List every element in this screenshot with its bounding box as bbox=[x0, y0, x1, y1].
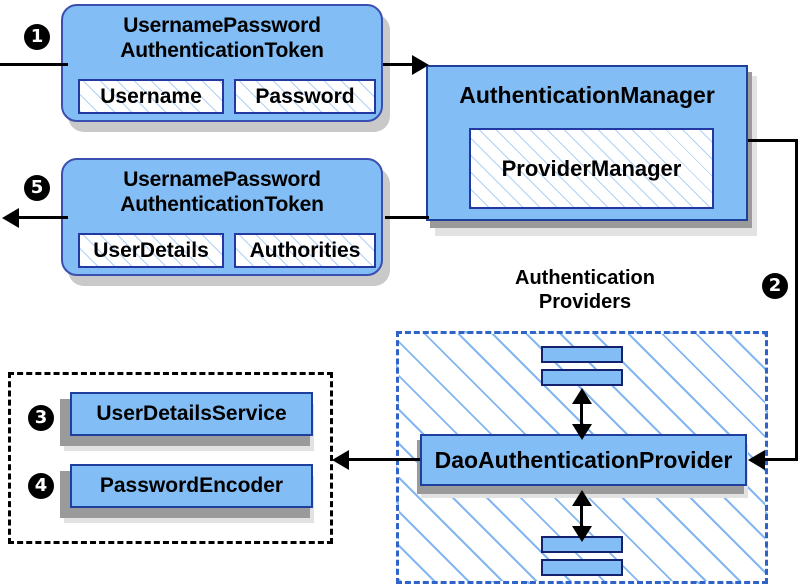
authentication-manager-label: AuthenticationManager bbox=[459, 82, 715, 108]
manager-to-provider-line-h2 bbox=[763, 458, 798, 461]
provider-link-bottom-arrowhead-down bbox=[572, 526, 592, 542]
response-token-title-line1: UsernamePassword bbox=[123, 168, 321, 191]
outgoing-response-line bbox=[18, 216, 68, 219]
request-token-field-username: Username bbox=[78, 79, 224, 114]
provider-link-top-arrowhead-up bbox=[572, 388, 592, 404]
step-marker-3: 3 bbox=[28, 405, 54, 431]
manager-to-provider-line-v bbox=[795, 139, 798, 459]
provider-to-dependencies-arrowhead bbox=[332, 450, 349, 470]
manager-to-provider-line-h1 bbox=[748, 139, 798, 142]
step-marker-4: 4 bbox=[28, 473, 54, 499]
request-token-field-password: Password bbox=[234, 79, 376, 114]
provider-stub-top-1[interactable] bbox=[541, 346, 623, 363]
provider-link-bottom-arrowhead-up bbox=[572, 490, 592, 506]
providers-title-line2: Providers bbox=[538, 291, 632, 313]
manager-to-response-token-line bbox=[385, 216, 429, 219]
provider-stub-top-2[interactable] bbox=[541, 369, 623, 386]
outgoing-response-arrowhead bbox=[2, 208, 19, 228]
provider-to-dependencies-line bbox=[348, 458, 420, 461]
provider-stub-bottom-2[interactable] bbox=[541, 559, 623, 576]
provider-link-top-arrowhead-down bbox=[572, 424, 592, 440]
token-to-manager-line bbox=[383, 63, 420, 66]
request-token-title-line2: AuthenticationToken bbox=[120, 39, 324, 62]
provider-manager-node[interactable]: ProviderManager bbox=[469, 128, 714, 209]
token-to-manager-arrowhead bbox=[412, 55, 429, 75]
step-marker-1: 1 bbox=[24, 24, 50, 50]
step-marker-2: 2 bbox=[762, 273, 788, 299]
dao-authentication-provider-node[interactable]: DaoAuthenticationProvider bbox=[420, 434, 747, 486]
manager-to-provider-arrowhead bbox=[748, 450, 765, 470]
user-details-service-node[interactable]: UserDetailsService bbox=[70, 392, 313, 436]
response-token-title-line2: AuthenticationToken bbox=[120, 193, 324, 216]
incoming-request-line bbox=[0, 63, 68, 66]
password-encoder-node[interactable]: PasswordEncoder bbox=[70, 464, 313, 508]
response-token-field-authorities: Authorities bbox=[234, 233, 376, 268]
request-token-title-line1: UsernamePassword bbox=[123, 14, 321, 37]
provider-link-top-line bbox=[580, 394, 583, 432]
providers-title-line1: Authentication bbox=[515, 267, 655, 289]
step-marker-5: 5 bbox=[24, 175, 50, 201]
provider-link-bottom-line bbox=[580, 496, 583, 534]
response-token-field-userdetails: UserDetails bbox=[78, 233, 224, 268]
